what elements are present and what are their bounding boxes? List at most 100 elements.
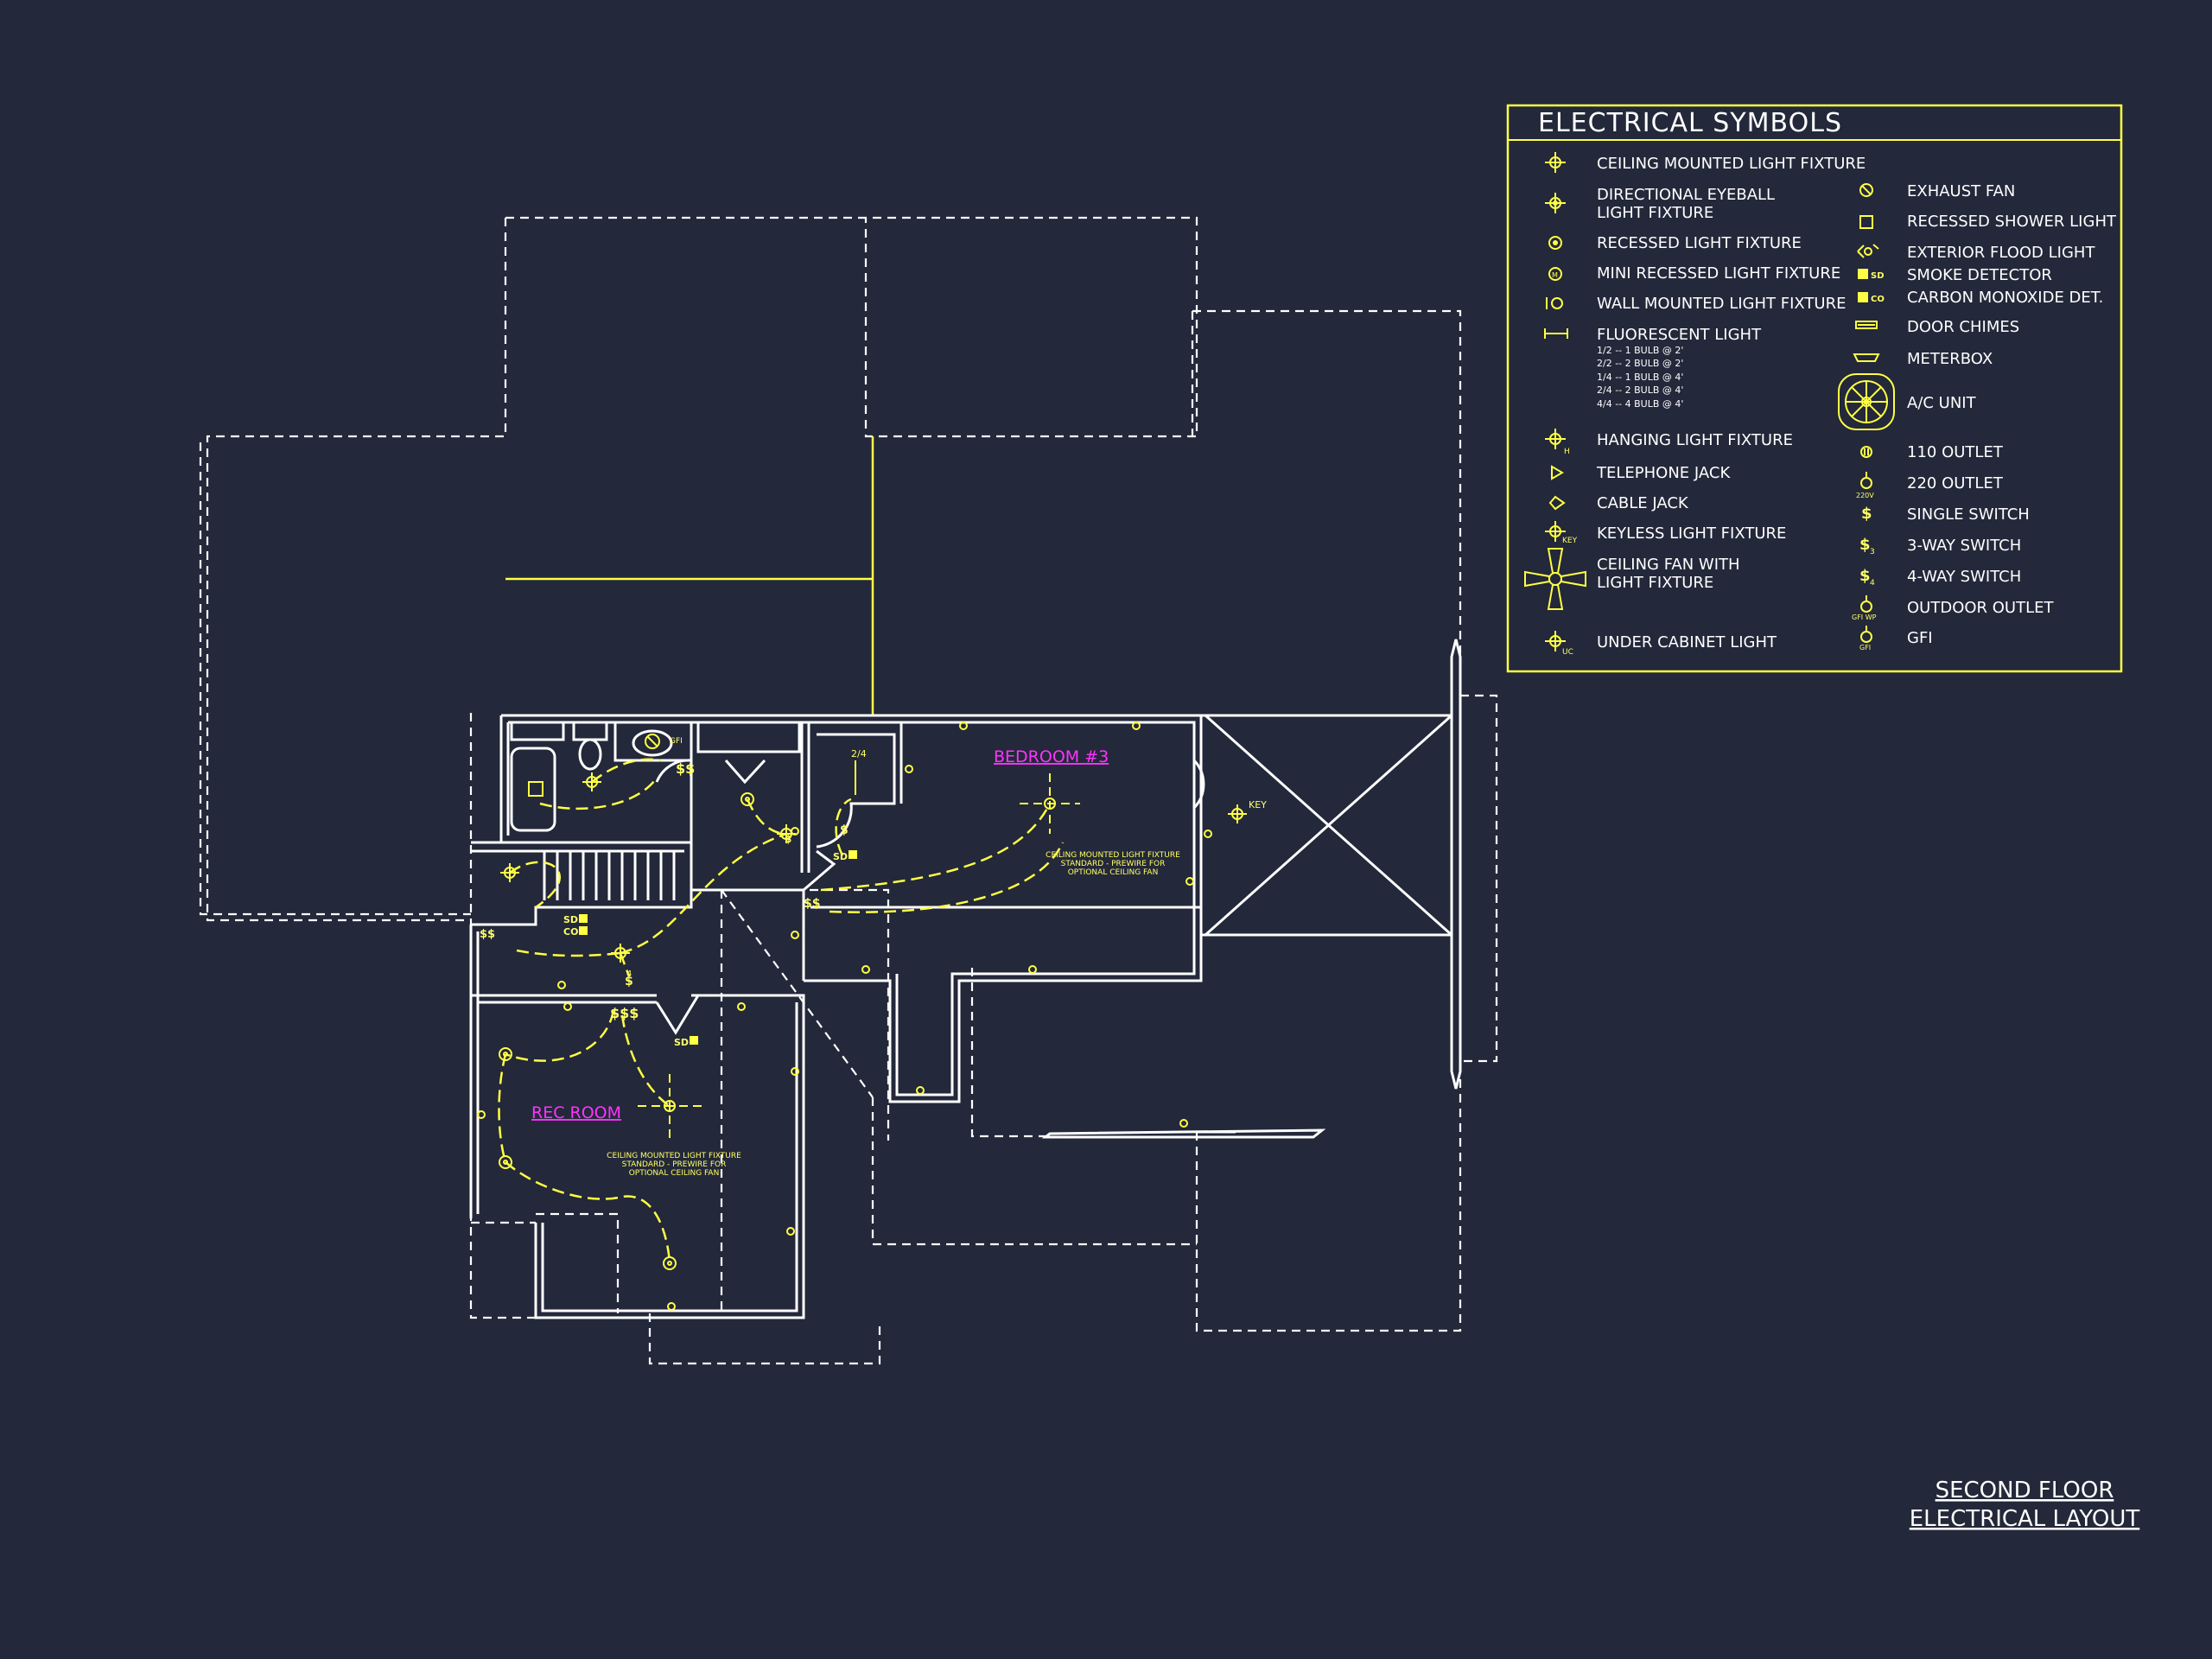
svg-text:OUTDOOR OUTLET: OUTDOOR OUTLET xyxy=(1907,599,2055,617)
svg-text:$$$: $$$ xyxy=(610,1005,639,1021)
svg-text:KEY: KEY xyxy=(1562,537,1578,545)
eyeball-light-icon xyxy=(1545,193,1566,213)
shower-light-icon xyxy=(1859,215,1873,229)
room-label-bedroom: BEDROOM #3 xyxy=(994,747,1109,766)
svg-text:EXHAUST FAN: EXHAUST FAN xyxy=(1907,182,2015,200)
rec-recessed-1-icon xyxy=(499,1047,512,1061)
legend-left-icons: M xyxy=(1524,152,1586,652)
ac-unit-icon xyxy=(1838,373,1895,430)
stair-treads xyxy=(543,851,676,900)
co-detector-icon xyxy=(1858,292,1868,302)
svg-text:1/2 -- 1 BULB @ 2': 1/2 -- 1 BULB @ 2' xyxy=(1597,345,1683,356)
svg-text:OPTIONAL CEILING FAN: OPTIONAL CEILING FAN xyxy=(629,1169,720,1178)
svg-text:4/4 -- 4 BULB @ 4': 4/4 -- 4 BULB @ 4' xyxy=(1597,398,1683,410)
smoke-detector-icon xyxy=(1858,269,1868,279)
svg-text:$: $ xyxy=(840,823,849,837)
door-chimes-icon xyxy=(1855,321,1878,329)
outlet-110-icon xyxy=(1860,446,1872,458)
svg-text:TELEPHONE JACK: TELEPHONE JACK xyxy=(1596,464,1731,482)
svg-text:DIRECTIONAL EYEBALL: DIRECTIONAL EYEBALL xyxy=(1597,186,1775,204)
svg-text:UNDER CABINET LIGHT: UNDER CABINET LIGHT xyxy=(1597,633,1777,652)
svg-text:CARBON MONOXIDE DET.: CARBON MONOXIDE DET. xyxy=(1907,289,2103,307)
meterbox-icon xyxy=(1853,353,1880,362)
svg-text:$: $ xyxy=(1859,567,1871,585)
svg-text:SD: SD xyxy=(1871,271,1885,281)
svg-text:220V: 220V xyxy=(1856,492,1874,499)
svg-text:1/4 -- 1 BULB @ 4': 1/4 -- 1 BULB @ 4' xyxy=(1597,372,1683,383)
svg-text:CO: CO xyxy=(1871,295,1885,304)
legend-right-icons xyxy=(1838,183,1895,643)
svg-text:4: 4 xyxy=(626,969,632,979)
svg-text:STANDARD - PREWIRE FOR: STANDARD - PREWIRE FOR xyxy=(622,1160,727,1169)
svg-text:GFI: GFI xyxy=(670,737,683,746)
svg-text:A/C UNIT: A/C UNIT xyxy=(1907,394,1977,412)
svg-text:110 OUTLET: 110 OUTLET xyxy=(1907,443,2004,461)
bath-switches-icon: $$ xyxy=(676,760,695,777)
svg-text:GFI WP: GFI WP xyxy=(1852,613,1877,621)
rec-fan-note: CEILING MOUNTED LIGHT FIXTURE xyxy=(607,1152,741,1160)
svg-text:SINGLE SWITCH: SINGLE SWITCH xyxy=(1907,505,2030,524)
wall-light-icon xyxy=(1546,297,1563,309)
outlet-220-icon xyxy=(1860,472,1872,489)
wiring xyxy=(498,758,1065,1262)
svg-text:3-WAY SWITCH: 3-WAY SWITCH xyxy=(1907,537,2021,555)
svg-text:RECESSED SHOWER LIGHT: RECESSED SHOWER LIGHT xyxy=(1907,213,2117,231)
room-label-rec-room: REC ROOM xyxy=(531,1103,621,1122)
svg-text:220 OUTLET: 220 OUTLET xyxy=(1907,474,2004,493)
svg-text:LIGHT FIXTURE: LIGHT FIXTURE xyxy=(1597,574,1713,592)
hall-light-icon xyxy=(611,944,630,963)
outdoor-outlet-icon xyxy=(1860,595,1872,613)
rec-room-ceiling-fan-icon xyxy=(638,1074,702,1138)
keyless-light-icon xyxy=(1545,521,1566,542)
svg-text:KEY: KEY xyxy=(1249,799,1267,810)
svg-text:KEYLESS LIGHT FIXTURE: KEYLESS LIGHT FIXTURE xyxy=(1597,524,1786,543)
title-line-1: SECOND FLOOR xyxy=(1936,1478,2114,1503)
title-block: SECOND FLOOR ELECTRICAL LAYOUT xyxy=(1910,1478,2140,1532)
svg-text:GFI: GFI xyxy=(1907,629,1933,647)
svg-text:3: 3 xyxy=(1870,548,1875,556)
svg-text:FLUORESCENT LIGHT: FLUORESCENT LIGHT xyxy=(1597,326,1762,344)
svg-text:DOOR CHIMES: DOOR CHIMES xyxy=(1907,318,2019,336)
flood-light-icon xyxy=(1857,244,1879,258)
svg-text:EXTERIOR FLOOD LIGHT: EXTERIOR FLOOD LIGHT xyxy=(1907,244,2095,262)
svg-text:2/2 -- 2 BULB @ 2': 2/2 -- 2 BULB @ 2' xyxy=(1597,358,1683,369)
svg-text:$: $ xyxy=(1861,505,1872,523)
four-way-switch-icon: $4 xyxy=(1859,567,1875,588)
svg-text:METERBOX: METERBOX xyxy=(1907,350,1993,368)
exhaust-fan-icon xyxy=(1859,183,1873,197)
svg-text:CEILING MOUNTED LIGHT FIXTURE: CEILING MOUNTED LIGHT FIXTURE xyxy=(1597,155,1866,173)
hanging-light-icon xyxy=(1545,429,1566,449)
rec-recessed-2-icon xyxy=(499,1155,512,1169)
gfi-icon xyxy=(1860,626,1872,643)
bedroom-fan-note: CEILING MOUNTED LIGHT FIXTURE xyxy=(1046,851,1180,860)
svg-text:UC: UC xyxy=(1562,648,1573,657)
svg-text:OPTIONAL CEILING FAN: OPTIONAL CEILING FAN xyxy=(1068,868,1159,877)
roof-outline xyxy=(199,216,1498,1365)
svg-text:CABLE JACK: CABLE JACK xyxy=(1597,494,1689,512)
svg-text:2/4 -- 2 BULB @ 4': 2/4 -- 2 BULB @ 4' xyxy=(1597,385,1683,396)
upper-structure-lines xyxy=(505,436,874,715)
recessed-light-icon xyxy=(1548,236,1562,250)
svg-text:MINI RECESSED LIGHT FIXTURE: MINI RECESSED LIGHT FIXTURE xyxy=(1597,264,1840,283)
electrical-legend: ELECTRICAL SYMBOLS M H KEY xyxy=(1506,104,2123,673)
fluorescent-light-icon xyxy=(1544,328,1568,339)
ceiling-light-icon xyxy=(1545,152,1566,173)
svg-text:$: $ xyxy=(625,975,633,988)
svg-text:SD: SD xyxy=(563,914,578,925)
svg-text:GFI: GFI xyxy=(1859,644,1871,652)
plan-fixtures: $$ $$ $ 4 $ $$ SD CO SD SD 2/4 $ xyxy=(477,721,1267,1311)
three-way-switch-icon: $3 xyxy=(1859,536,1875,556)
svg-text:H: H xyxy=(1564,448,1570,456)
svg-text:2/4: 2/4 xyxy=(851,748,867,760)
stair-light-icon xyxy=(500,863,519,882)
svg-text:SD: SD xyxy=(833,851,848,862)
svg-text:4: 4 xyxy=(1870,579,1875,588)
exhaust-fan-plan-icon xyxy=(645,734,660,749)
svg-text:STANDARD - PREWIRE FOR: STANDARD - PREWIRE FOR xyxy=(1061,860,1166,868)
svg-text:CEILING FAN WITH: CEILING FAN WITH xyxy=(1597,556,1740,574)
bedroom-ceiling-fan-icon xyxy=(1020,773,1080,834)
svg-text:4-WAY SWITCH: 4-WAY SWITCH xyxy=(1907,568,2021,586)
cable-jack-icon xyxy=(1548,495,1566,511)
outlets xyxy=(477,721,1212,1311)
